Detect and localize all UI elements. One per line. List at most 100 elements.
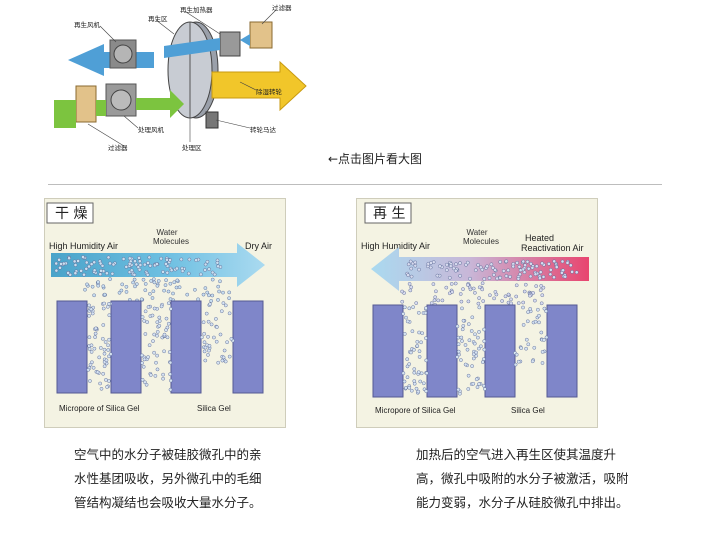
- water-molecule-dot: [417, 267, 421, 272]
- water-molecule-dot: [400, 289, 404, 294]
- water-molecule-dot: [101, 323, 106, 327]
- water-molecule-dot: [461, 287, 465, 291]
- water-molecule-dot: [92, 268, 97, 273]
- water-molecule-dot: [73, 271, 78, 275]
- water-molecule-dot: [143, 262, 147, 267]
- water-molecule-dot: [147, 255, 152, 260]
- water-molecule-dot: [174, 285, 179, 290]
- water-molecule-dot: [548, 268, 553, 272]
- water-molecule-dot: [482, 347, 487, 352]
- water-molecule-dot: [92, 346, 97, 351]
- water-molecule-dot: [481, 299, 485, 303]
- water-molecule-dot: [429, 261, 433, 265]
- water-molecule-dot: [407, 362, 412, 366]
- water-molecule-dot: [159, 256, 163, 261]
- water-molecule-dot: [202, 349, 207, 354]
- water-molecule-dot: [412, 370, 417, 375]
- water-molecule-dot: [180, 269, 185, 273]
- water-molecule-dot: [167, 321, 171, 326]
- water-molecule-dot: [107, 379, 111, 383]
- water-molecule-dot: [492, 296, 496, 301]
- water-molecule-dot: [477, 382, 481, 386]
- water-molecule-dot: [516, 277, 521, 281]
- water-molecule-dot: [143, 380, 147, 385]
- water-molecule-dot: [485, 264, 489, 269]
- water-molecule-dot: [104, 378, 108, 382]
- water-molecule-dot: [482, 383, 486, 388]
- water-molecule-dot: [533, 272, 538, 277]
- water-molecule-dot: [86, 367, 91, 372]
- silica-gel-label: Silica Gel: [197, 404, 231, 413]
- water-molecule-dot: [477, 285, 482, 290]
- water-molecule-dot: [227, 354, 232, 359]
- water-molecule-dot: [146, 305, 151, 309]
- water-molecule-dot: [560, 271, 564, 275]
- water-molecule-dot: [554, 265, 559, 269]
- water-molecule-dot: [203, 286, 208, 290]
- view-large-image-link[interactable]: ←点击图片看大图: [328, 152, 423, 166]
- water-molecule-dot: [204, 311, 209, 316]
- water-molecule-dot: [408, 288, 413, 293]
- water-molecule-dot: [99, 346, 103, 350]
- divider: [48, 184, 662, 185]
- water-molecule-dot: [147, 343, 152, 347]
- water-molecule-dot: [98, 272, 103, 276]
- water-molecule-dot: [503, 294, 508, 299]
- water-molecule-dot: [405, 375, 410, 379]
- water-molecule-dot: [152, 350, 156, 355]
- water-molecule-dot: [474, 268, 478, 272]
- water-molecule-dot: [201, 320, 206, 324]
- water-molecule-dot: [480, 267, 485, 272]
- water-molecule-dot: [157, 324, 162, 328]
- water-molecule-dot: [473, 291, 477, 295]
- water-molecule-dot: [521, 300, 525, 305]
- water-molecule-dot: [424, 371, 429, 375]
- desc-line: 空气中的水分子被硅胶微孔中的亲: [74, 447, 262, 462]
- water-molecule-dot: [455, 324, 460, 329]
- water-molecule-dots: [54, 255, 231, 303]
- label-dry-air: 除湿转轮: [256, 87, 283, 96]
- air-flow-arrow: [371, 247, 589, 291]
- water-molecule-dot: [106, 343, 110, 348]
- water-molecule-dot: [107, 302, 111, 306]
- desiccant-rotor-diagram[interactable]: 再生风机 再生区 再生加热器 过滤器 除湿转轮 转轮马达 处理风机 处理区 过滤…: [44, 0, 330, 164]
- water-molecule-dot: [458, 391, 462, 396]
- water-molecule-dot: [209, 299, 213, 303]
- water-molecule-dot: [221, 290, 225, 295]
- water-molecule-dot: [210, 270, 215, 275]
- water-molecule-dot: [152, 277, 156, 281]
- water-molecule-dot: [135, 282, 139, 286]
- water-molecule-dot: [407, 282, 412, 286]
- water-molecule-dot: [541, 275, 546, 279]
- water-molecule-dot: [221, 301, 226, 305]
- water-molecule-dot: [477, 305, 482, 310]
- water-molecule-dot: [91, 365, 96, 370]
- water-molecule-dot: [200, 335, 204, 340]
- water-molecule-dot: [514, 294, 518, 299]
- water-molecule-dot: [175, 278, 180, 283]
- water-molecule-dot: [89, 343, 94, 348]
- desc-line: 管结构凝结也会吸收大量水分子。: [74, 495, 262, 510]
- water-molecule-dot: [452, 266, 456, 271]
- water-molecule-dot: [424, 306, 428, 310]
- silica-block: [170, 300, 202, 394]
- water-molecule-dot: [538, 288, 543, 292]
- water-molecule-dot: [540, 361, 545, 365]
- water-molecule-dot: [175, 266, 179, 271]
- water-molecule-dot: [488, 293, 492, 297]
- water-molecule-dot: [222, 348, 227, 353]
- water-molecule-dot: [165, 335, 170, 340]
- water-molecule-dot: [509, 297, 513, 302]
- water-molecule-dot: [110, 271, 115, 276]
- water-molecule-dot: [523, 263, 527, 267]
- water-molecule-dot: [409, 350, 413, 355]
- water-molecule-dot: [165, 270, 170, 275]
- water-molecule-dot: [84, 260, 89, 265]
- water-molecule-dot: [139, 297, 144, 302]
- water-molecule-dot: [99, 269, 103, 273]
- water-molecule-dot: [171, 291, 175, 296]
- water-molecule-dot: [448, 264, 453, 268]
